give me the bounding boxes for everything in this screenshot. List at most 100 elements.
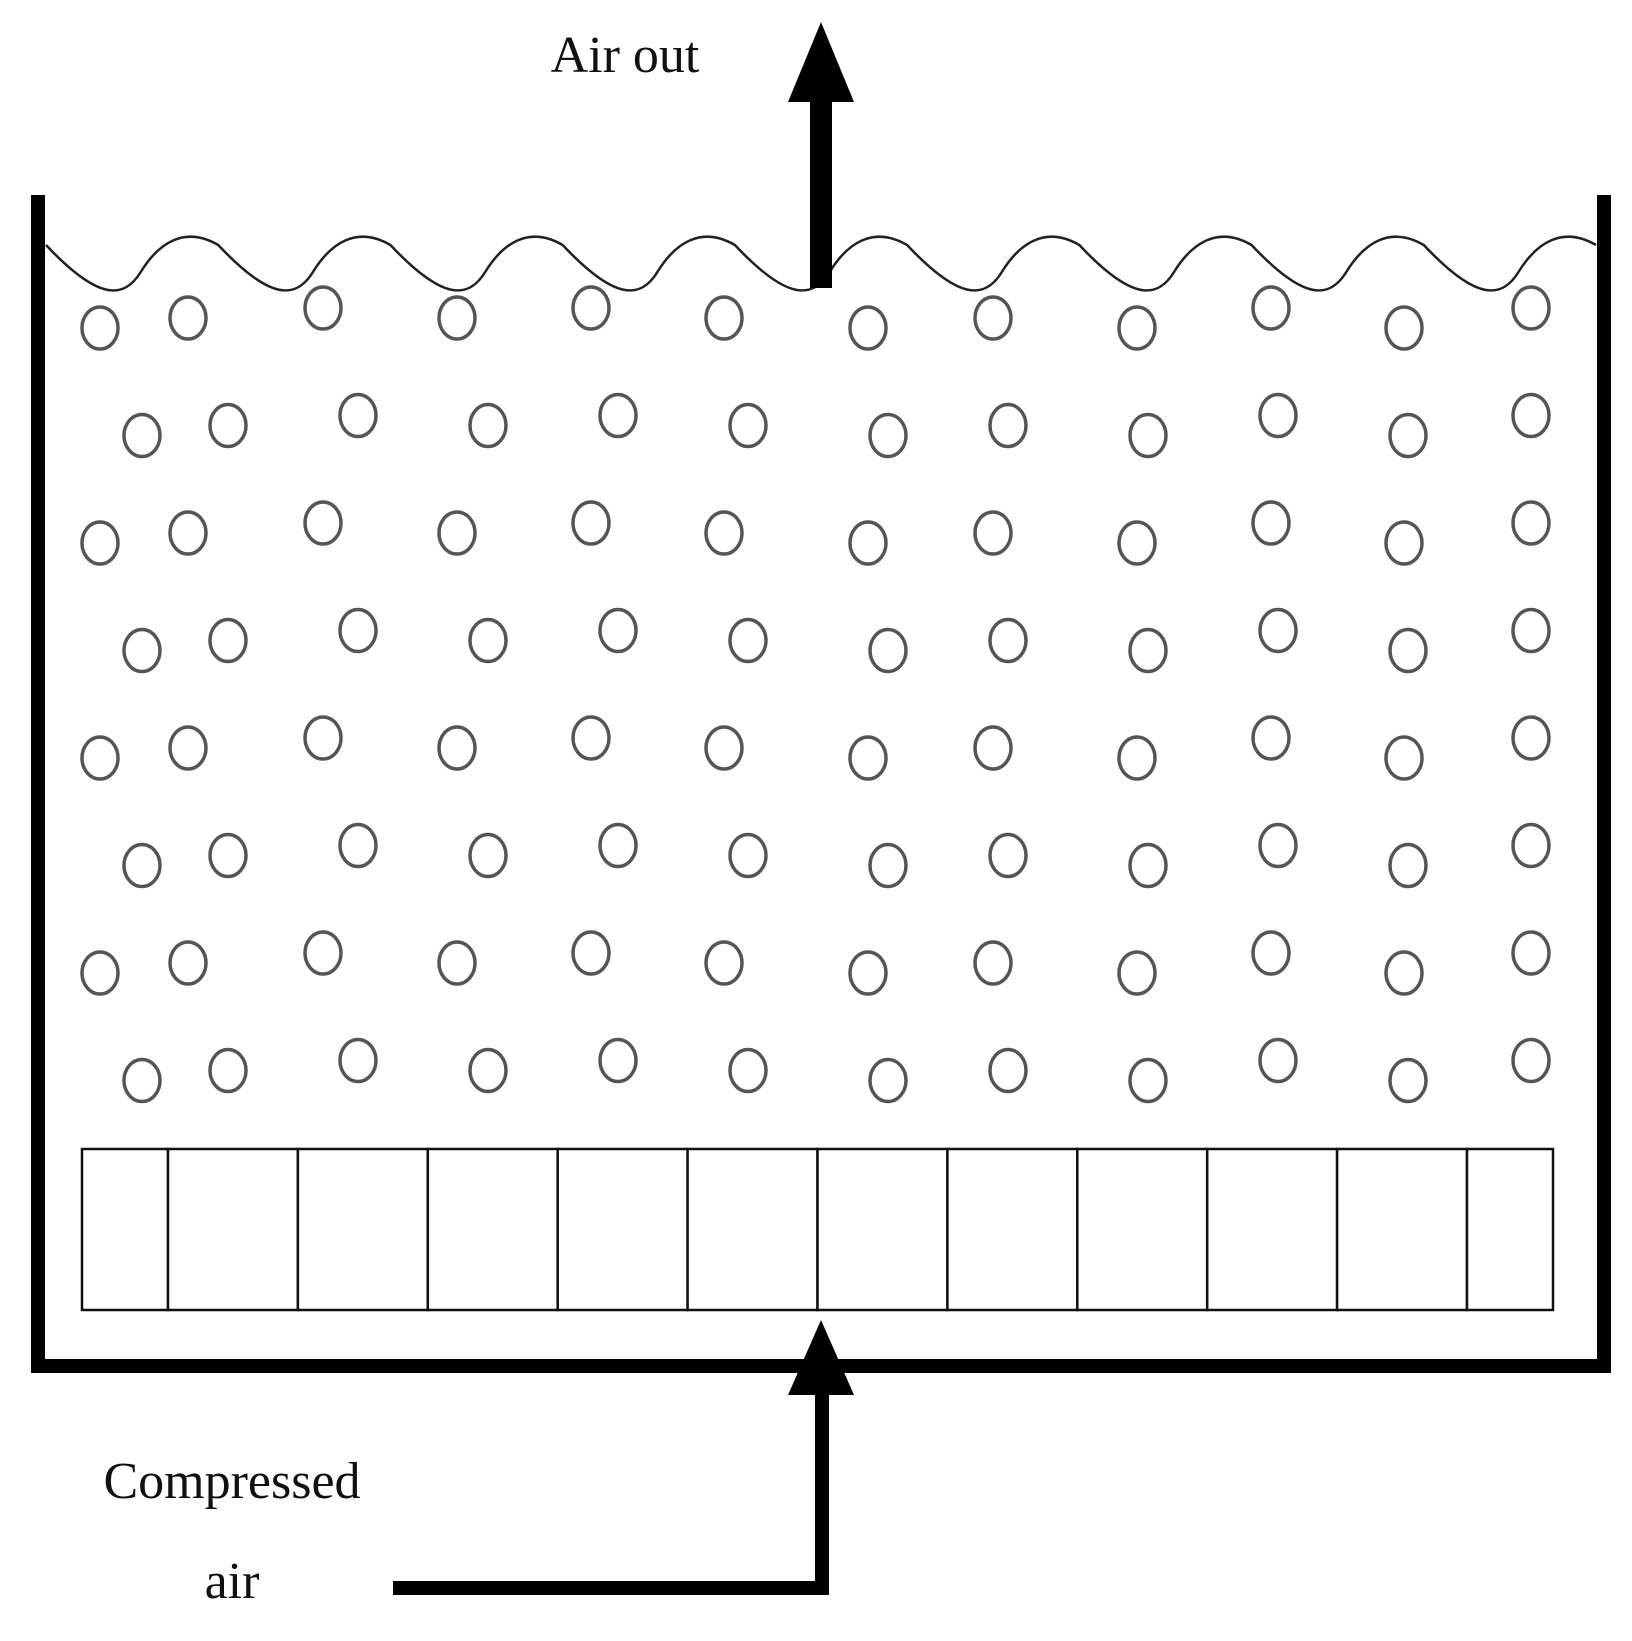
air-bubble	[728, 1047, 768, 1094]
air-bubble	[1117, 305, 1157, 351]
air-bubble	[571, 930, 611, 976]
air-bubble	[1388, 412, 1428, 459]
air-bubble	[168, 940, 208, 986]
air-bubble	[122, 627, 162, 674]
air-bubble	[704, 725, 744, 771]
air-bubble	[437, 940, 477, 986]
air-bubble	[868, 1057, 908, 1104]
air-bubble	[303, 285, 343, 331]
air-bubble	[1251, 500, 1291, 546]
air-out-arrow-head	[788, 22, 854, 102]
air-bubble	[208, 1047, 248, 1094]
air-bubble	[338, 607, 378, 654]
air-bubble	[1511, 500, 1551, 546]
air-bubble	[1511, 1037, 1551, 1084]
air-bubble	[1511, 285, 1551, 331]
air-bubble	[303, 500, 343, 546]
air-bubble	[80, 305, 120, 351]
air-bubble	[468, 1047, 508, 1094]
air-bubble	[437, 725, 477, 771]
diffuser-cell	[166, 1147, 300, 1312]
compressed-air-label-line1: Compressed	[103, 1453, 360, 1510]
diffuser-cell	[946, 1147, 1079, 1312]
air-bubble	[1511, 392, 1551, 439]
air-bubble	[208, 832, 248, 879]
air-bubble	[1258, 607, 1298, 654]
air-bubble	[848, 520, 888, 566]
air-diffuser	[80, 1147, 1555, 1312]
diffuser-cell	[296, 1147, 430, 1312]
air-bubble	[1388, 1057, 1428, 1104]
air-bubble	[1511, 822, 1551, 869]
air-bubble	[168, 725, 208, 771]
compressed-air-label-line2: air	[205, 1553, 260, 1610]
air-bubble	[1384, 305, 1424, 351]
air-bubble	[988, 832, 1028, 879]
air-bubble	[728, 402, 768, 449]
diffuser-cell	[816, 1147, 949, 1312]
air-bubble	[988, 1047, 1028, 1094]
compressed-air-arrow	[393, 1320, 854, 1595]
air-bubble	[208, 617, 248, 664]
air-bubble	[598, 607, 638, 654]
air-bubble	[1128, 842, 1168, 889]
air-bubble	[1388, 627, 1428, 674]
air-bubble	[338, 392, 378, 439]
diffuser-cell	[556, 1147, 689, 1312]
air-bubble	[868, 842, 908, 889]
air-bubble	[338, 822, 378, 869]
air-bubble	[80, 520, 120, 566]
air-bubble	[437, 295, 477, 341]
air-bubble	[1251, 285, 1291, 331]
air-bubble	[868, 627, 908, 674]
air-bubble	[1384, 735, 1424, 781]
air-bubble	[208, 402, 248, 449]
air-bubble	[728, 617, 768, 664]
air-bubble	[988, 617, 1028, 664]
air-bubble	[1511, 607, 1551, 654]
air-bubble	[1128, 627, 1168, 674]
air-bubble	[571, 715, 611, 761]
air-bubble	[598, 1037, 638, 1084]
air-bubble	[1511, 715, 1551, 761]
air-bubble	[868, 412, 908, 459]
air-bubble	[1511, 930, 1551, 976]
air-bubble	[122, 412, 162, 459]
diffuser-cell	[80, 1147, 170, 1312]
air-bubble	[704, 940, 744, 986]
compressed-air-pipe	[393, 1385, 829, 1595]
air-bubble	[338, 1037, 378, 1084]
diffuser-cell	[426, 1147, 559, 1312]
air-bubbles	[80, 285, 1551, 1104]
air-bubble	[988, 402, 1028, 449]
air-bubble	[973, 725, 1013, 771]
air-bubble	[1258, 822, 1298, 869]
diffuser-cell	[686, 1147, 819, 1312]
air-bubble	[1117, 950, 1157, 996]
air-bubble	[468, 402, 508, 449]
air-bubble	[122, 1057, 162, 1104]
air-bubble	[973, 940, 1013, 986]
air-bubble	[80, 735, 120, 781]
air-bubble	[1117, 735, 1157, 781]
air-bubble	[468, 617, 508, 664]
air-out-arrow	[788, 22, 854, 288]
air-bubble	[468, 832, 508, 879]
air-bubble	[1258, 1037, 1298, 1084]
air-bubble	[848, 950, 888, 996]
air-bubble	[704, 295, 744, 341]
air-bubble	[303, 930, 343, 976]
diffuser-cell	[1335, 1147, 1469, 1312]
air-bubble	[598, 822, 638, 869]
diffuser-cell	[1076, 1147, 1209, 1312]
air-bubble	[1117, 520, 1157, 566]
air-bubble	[168, 295, 208, 341]
air-bubble	[1388, 842, 1428, 889]
air-bubble	[571, 285, 611, 331]
air-bubble	[973, 510, 1013, 556]
air-out-arrow-shaft	[810, 95, 832, 288]
air-bubble	[728, 832, 768, 879]
air-bubble	[303, 715, 343, 761]
air-bubble	[598, 392, 638, 439]
